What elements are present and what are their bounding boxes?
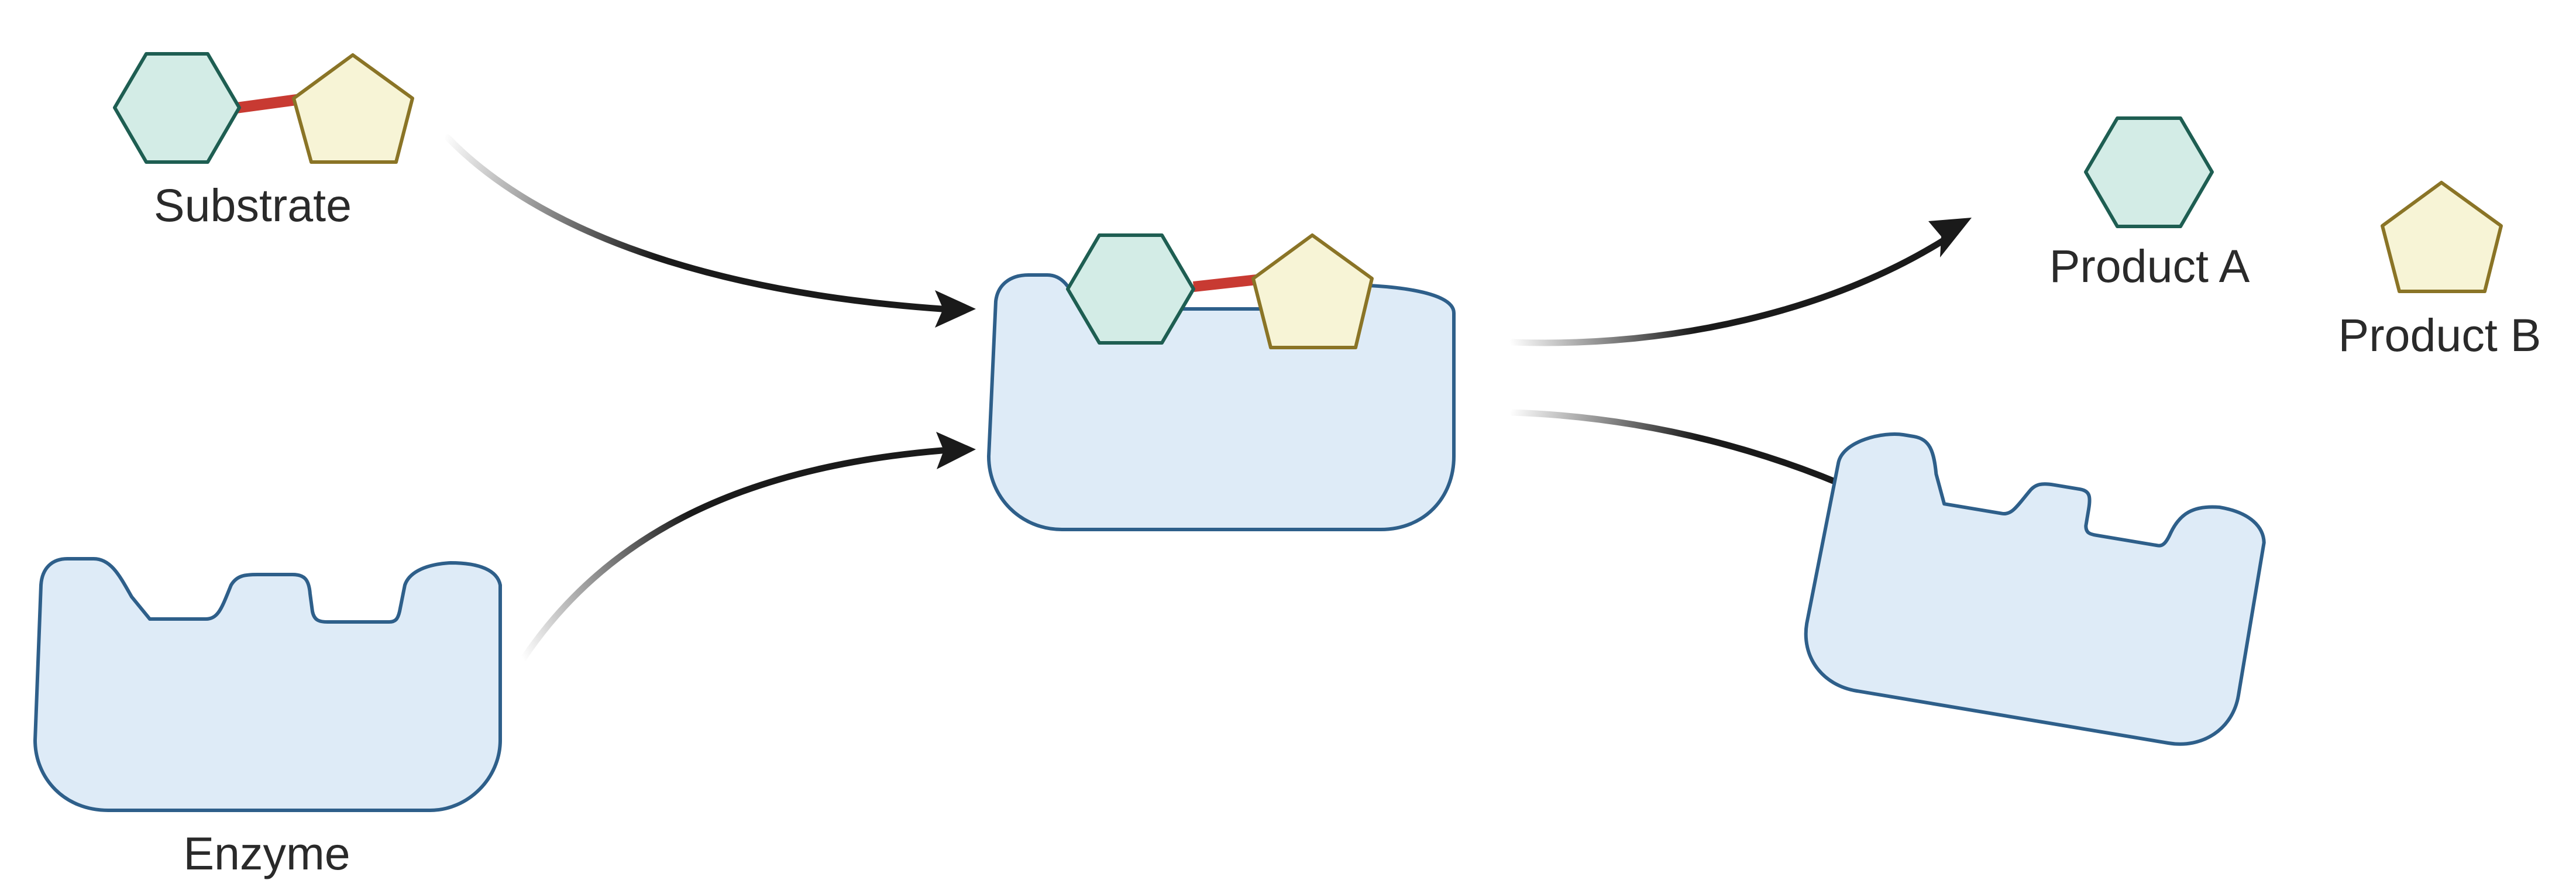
pentagon-icon bbox=[292, 53, 414, 164]
product-a-label: Product A bbox=[2049, 240, 2250, 292]
arrow-substrate-to-complex bbox=[444, 134, 976, 328]
product-b-label: Product B bbox=[2338, 309, 2541, 361]
substrate-bond bbox=[233, 94, 300, 114]
complex-enzyme-shape bbox=[987, 273, 1456, 531]
hexagon-icon bbox=[1066, 233, 1195, 345]
arrow-complex-to-products bbox=[1509, 218, 1972, 346]
substrate-label: Substrate bbox=[154, 179, 352, 231]
pentagon-icon bbox=[1251, 233, 1374, 349]
arrow-enzyme-to-complex bbox=[520, 432, 976, 662]
hexagon-icon bbox=[113, 52, 241, 164]
enzyme-shape bbox=[33, 557, 502, 812]
pentagon-icon bbox=[2381, 181, 2503, 293]
enzyme-substrate-complex bbox=[987, 233, 1456, 531]
released-enzyme-shape bbox=[1804, 432, 2266, 746]
complex-bond bbox=[1193, 274, 1257, 292]
enzyme-label: Enzyme bbox=[183, 827, 350, 879]
substrate-molecule bbox=[113, 52, 414, 164]
hexagon-icon bbox=[2084, 116, 2214, 228]
